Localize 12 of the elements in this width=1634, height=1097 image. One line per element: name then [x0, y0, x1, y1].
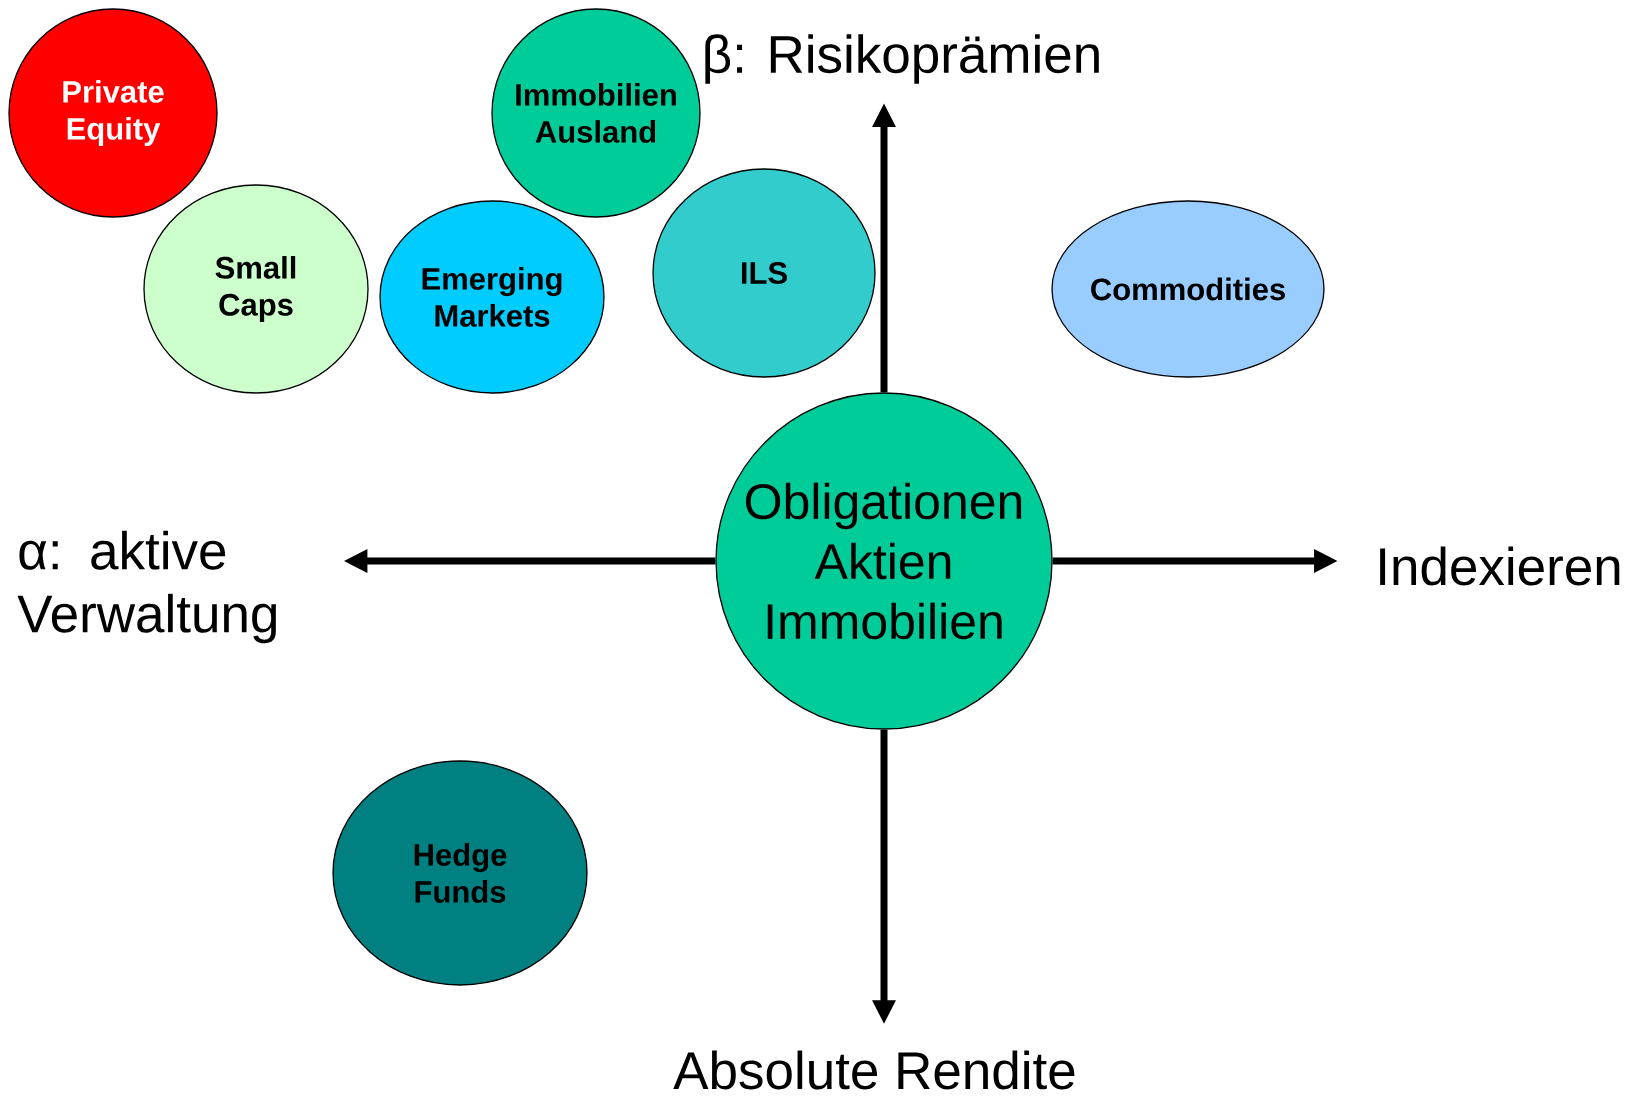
axis-label: α: aktive Verwaltung: [17, 530, 276, 644]
ellipse-bubble: Hedge Funds: [332, 760, 588, 986]
circle-bubble: Obligationen Aktien Immobilien: [715, 392, 1053, 730]
axis-label: β: Risikoprämien: [705, 34, 1099, 84]
ellipse-bubble: Emerging Markets: [379, 200, 605, 394]
axis-label: Absolute Rendite: [673, 1050, 1075, 1090]
axis-label: Indexieren: [1380, 546, 1620, 586]
circle-bubble: Private Equity: [8, 8, 218, 218]
ellipse-bubble: ILS: [652, 168, 876, 378]
ellipse-bubble: Small Caps: [143, 184, 369, 394]
circle-bubble: Immobilien Ausland: [491, 8, 701, 218]
ellipse-bubble: Commodities: [1051, 200, 1325, 378]
